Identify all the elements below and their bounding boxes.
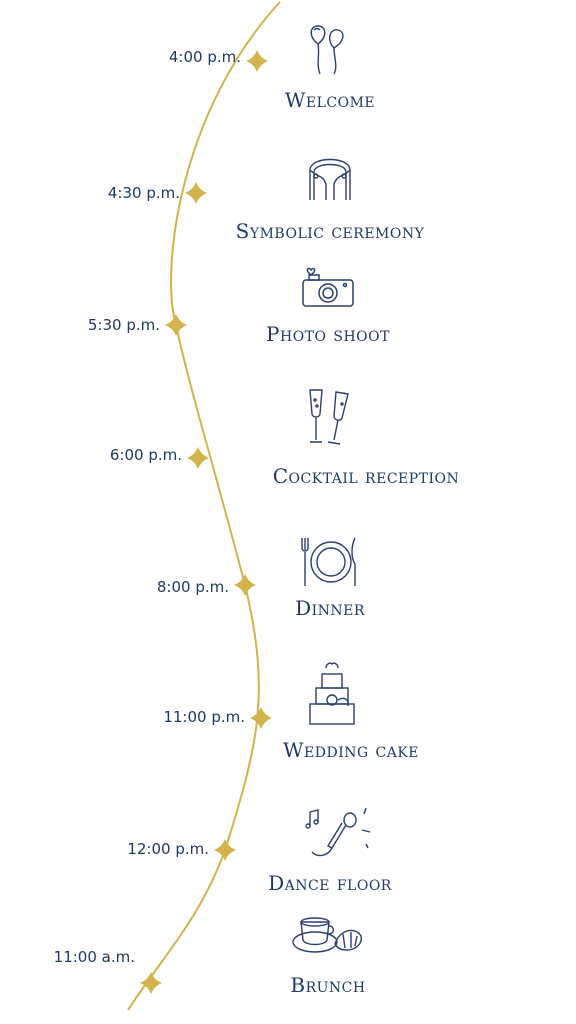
microphone-music-icon [300, 804, 376, 860]
timeline-star-marker [165, 314, 187, 336]
event-time: 11:00 p.m. [163, 708, 245, 726]
coffee-croissant-icon [291, 910, 365, 960]
event-time: 4:30 p.m. [107, 184, 180, 202]
timeline-star-marker [214, 839, 236, 861]
champagne-glasses-icon [302, 386, 358, 448]
timeline-star-marker [250, 707, 272, 729]
balloons-icon [304, 20, 356, 78]
event-label: Brunch [290, 973, 366, 997]
event-time: 12:00 p.m. [127, 840, 209, 858]
timeline-star-marker [246, 50, 268, 72]
event-label: Symbolic ceremony [235, 219, 425, 243]
arch-icon [304, 150, 356, 206]
camera-icon [299, 266, 357, 310]
event-label: Welcome [284, 88, 376, 112]
event-label: Cocktail reception [272, 464, 460, 488]
event-time: 8:00 p.m. [156, 578, 229, 596]
timeline-star-marker [140, 972, 162, 994]
timeline-star-marker [185, 182, 207, 204]
plate-cutlery-icon [299, 534, 361, 590]
timeline-star-marker [234, 574, 256, 596]
event-time: 11:00 a.m. [53, 948, 135, 966]
event-label: Wedding cake [282, 738, 420, 762]
event-time: 6:00 p.m. [109, 446, 182, 464]
event-time: 4:00 p.m. [168, 48, 241, 66]
event-label: Dinner [295, 596, 365, 620]
event-label: Photo shoot [266, 322, 390, 346]
timeline-star-marker [187, 447, 209, 469]
cake-icon [304, 660, 360, 728]
event-label: Dance floor [268, 871, 392, 895]
timeline-curve [127, 1, 281, 1011]
event-time: 5:30 p.m. [87, 316, 160, 334]
